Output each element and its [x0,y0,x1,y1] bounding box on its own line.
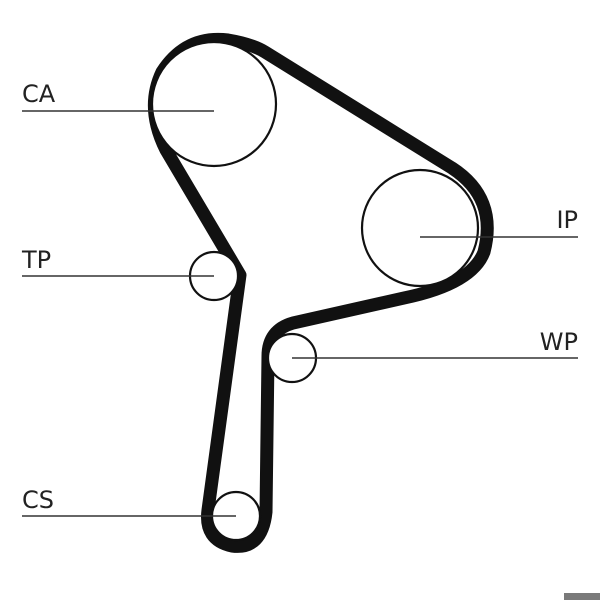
timing-belt [147,32,494,553]
pulley-ip [360,168,480,288]
label-wp: WP [540,328,578,356]
label-tp: TP [21,246,51,274]
pulley-ca [150,40,278,168]
corner-mark [564,593,600,600]
label-ca: CA [22,80,56,108]
label-ip: IP [556,206,578,234]
label-cs: CS [22,486,54,514]
